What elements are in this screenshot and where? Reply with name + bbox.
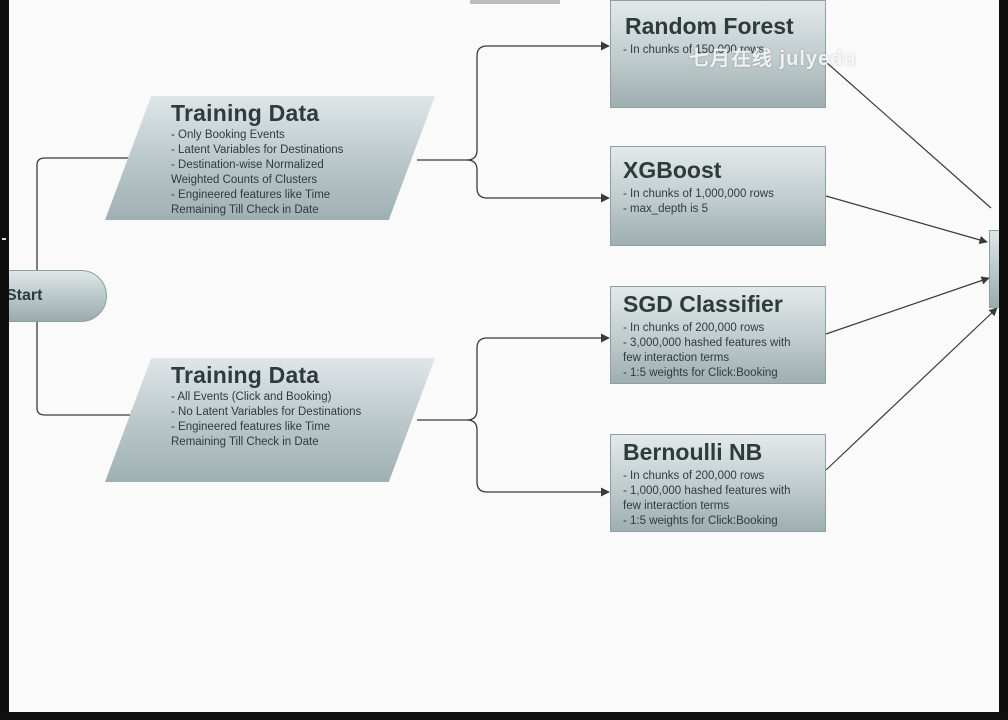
connector-random-forest-to-output xyxy=(825,61,992,209)
sgd-classifier-details: - In chunks of 200,000 rows - 3,000,000 … xyxy=(623,321,791,381)
ensemble-output-node[interactable] xyxy=(989,230,999,308)
xgboost-node[interactable]: XGBoost - In chunks of 1,000,000 rows - … xyxy=(610,146,826,246)
detail-line: - Latent Variables for Destinations xyxy=(171,144,344,156)
bernoulli-nb-title: Bernoulli NB xyxy=(623,439,763,465)
sgd-classifier-node[interactable]: SGD Classifier - In chunks of 200,000 ro… xyxy=(610,286,826,384)
detail-line: Remaining Till Check in Date xyxy=(171,436,319,448)
detail-line: - In chunks of 1,000,000 rows xyxy=(623,188,774,200)
scroll-marker xyxy=(2,238,6,240)
random-forest-node[interactable]: Random Forest - In chunks of 150,000 row… xyxy=(610,0,826,108)
connector-xgboost-to-output xyxy=(825,195,988,244)
bernoulli-nb-node[interactable]: Bernoulli NB - In chunks of 200,000 rows… xyxy=(610,434,826,532)
xgboost-details: - In chunks of 1,000,000 rows - max_dept… xyxy=(623,187,774,217)
detail-line: - All Events (Click and Booking) xyxy=(171,391,332,403)
training-data-1-details: - Only Booking Events - Latent Variables… xyxy=(171,128,343,218)
bottom-frame xyxy=(0,712,1008,720)
detail-line: few interaction terms xyxy=(623,500,730,512)
detail-line: - In chunks of 200,000 rows xyxy=(623,322,765,334)
detail-line: - No Latent Variables for Destinations xyxy=(171,406,362,418)
watermark: 七月在线 julyedu xyxy=(689,48,857,70)
detail-line: - 3,000,000 hashed features with xyxy=(623,337,791,349)
start-label: Start xyxy=(9,287,43,304)
detail-line: - In chunks of 200,000 rows xyxy=(623,470,765,482)
connector-bernoulli-to-output xyxy=(825,307,998,471)
connector-training-2-to-sgd xyxy=(417,333,610,421)
training-data-node-1[interactable]: Training Data - Only Booking Events - La… xyxy=(105,96,435,220)
detail-line: Remaining Till Check in Date xyxy=(171,204,319,216)
detail-line: - In chunks of 150,000 rows xyxy=(623,44,765,56)
start-node[interactable]: Start xyxy=(9,270,107,322)
detail-line: - Engineered features like Time xyxy=(171,189,331,201)
connector-start-to-training-1 xyxy=(36,153,140,270)
sgd-classifier-title: SGD Classifier xyxy=(623,291,783,317)
connector-start-to-training-2 xyxy=(36,322,140,420)
window-top-tab xyxy=(470,0,560,4)
connector-layer xyxy=(36,41,998,497)
detail-line: - Engineered features like Time xyxy=(171,421,331,433)
random-forest-details: - In chunks of 150,000 rows xyxy=(623,43,764,58)
connector-sgd-to-output xyxy=(825,276,990,335)
diagram-canvas: Start Training Data - Only Booking Event… xyxy=(9,0,999,712)
detail-line: - max_depth is 5 xyxy=(623,203,709,215)
training-data-node-2[interactable]: Training Data - All Events (Click and Bo… xyxy=(105,358,435,482)
detail-line: - Destination-wise Normalized xyxy=(171,159,324,171)
connector-training-1-to-xgboost xyxy=(466,159,610,203)
training-data-1-title: Training Data xyxy=(171,100,320,126)
detail-line: - Only Booking Events xyxy=(171,129,285,141)
detail-line: Weighted Counts of Clusters xyxy=(171,174,318,186)
training-data-shape xyxy=(105,96,435,220)
training-data-shape xyxy=(105,358,435,482)
detail-line: - 1,000,000 hashed features with xyxy=(623,485,791,497)
detail-line: - 1:5 weights for Click:Booking xyxy=(623,515,778,527)
connector-training-2-to-bernoulli xyxy=(466,419,610,497)
connector-training-1-to-random-forest xyxy=(417,41,610,161)
training-data-2-details: - All Events (Click and Booking) - No La… xyxy=(171,390,361,450)
bernoulli-nb-details: - In chunks of 200,000 rows - 1,000,000 … xyxy=(623,469,791,529)
xgboost-title: XGBoost xyxy=(623,157,722,183)
random-forest-title: Random Forest xyxy=(625,13,794,39)
training-data-2-title: Training Data xyxy=(171,362,320,388)
detail-line: - 1:5 weights for Click:Booking xyxy=(623,367,778,379)
detail-line: few interaction terms xyxy=(623,352,730,364)
